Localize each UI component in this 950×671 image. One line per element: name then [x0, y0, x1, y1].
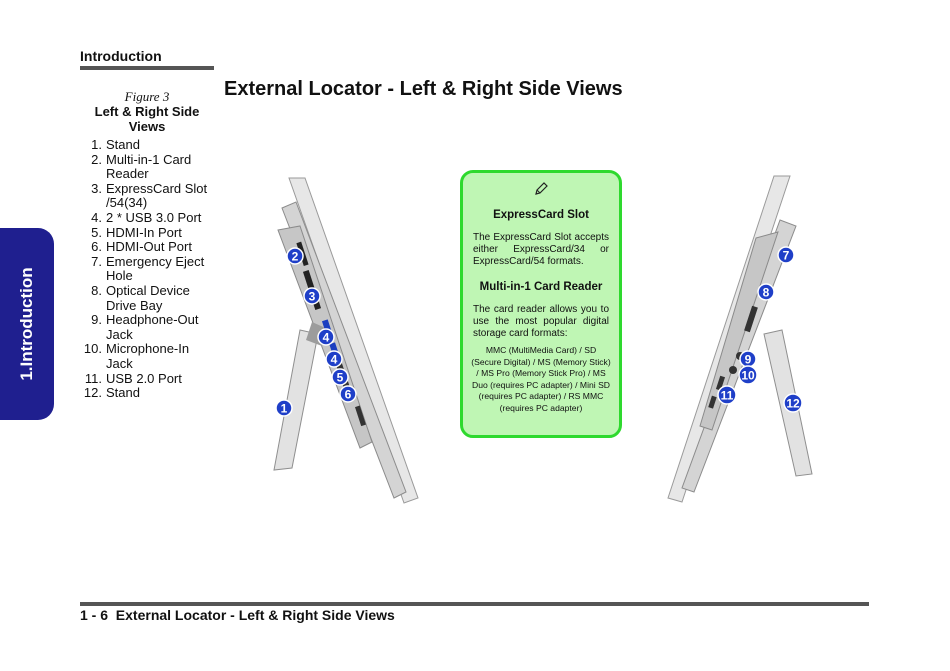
- right-callout-9: 9: [739, 350, 757, 368]
- left-callout-2: 2: [286, 247, 304, 265]
- header-rule: [80, 66, 214, 70]
- page-number: 1 - 6: [80, 607, 109, 623]
- svg-text:4: 4: [331, 353, 338, 367]
- legend-item: 12Stand: [80, 385, 214, 401]
- svg-text:3: 3: [309, 290, 316, 304]
- svg-text:7: 7: [783, 249, 790, 263]
- chapter-side-tab[interactable]: 1.Introduction: [0, 228, 54, 420]
- left-callout-4b: 4: [325, 350, 343, 368]
- section-header: Introduction: [80, 48, 162, 64]
- legend-item: 1Stand: [80, 137, 214, 153]
- legend-item: 11USB 2.0 Port: [80, 371, 214, 387]
- svg-text:11: 11: [721, 389, 734, 403]
- svg-text:4: 4: [323, 331, 330, 345]
- legend-item: 2Multi-in-1 Card Reader: [80, 152, 214, 182]
- svg-text:12: 12: [786, 397, 800, 411]
- figure-legend: 1Stand 2Multi-in-1 Card Reader 3ExpressC…: [80, 137, 214, 401]
- left-callout-6: 6: [339, 385, 357, 403]
- legend-item: 8Optical Device Drive Bay: [80, 283, 214, 313]
- svg-text:2: 2: [292, 250, 299, 264]
- right-side-view: [667, 175, 813, 503]
- svg-text:10: 10: [741, 369, 755, 383]
- svg-text:9: 9: [745, 353, 752, 367]
- footer-title: External Locator - Left & Right Side Vie…: [115, 607, 395, 623]
- left-callout-1: 1: [275, 399, 293, 417]
- svg-text:6: 6: [345, 388, 352, 402]
- right-callout-11: 11: [717, 385, 737, 405]
- svg-text:5: 5: [337, 371, 344, 385]
- left-side-view: [273, 177, 419, 504]
- legend-item: 42 * USB 3.0 Port: [80, 210, 214, 226]
- footer-rule: [80, 602, 869, 606]
- card-reader-note-text: The card reader allows you to use the mo…: [473, 304, 609, 339]
- note-box: ExpressCard Slot The ExpressCard Slot ac…: [460, 170, 622, 438]
- right-callout-8: 8: [757, 283, 775, 301]
- footer: 1 - 6 External Locator - Left & Right Si…: [80, 607, 395, 623]
- left-callout-4a: 4: [317, 328, 335, 346]
- card-reader-note-title: Multi-in-1 Card Reader: [479, 281, 603, 293]
- expresscard-note-text: The ExpressCard Slot accepts either Expr…: [473, 232, 609, 267]
- legend-item: 9Headphone-Out Jack: [80, 312, 214, 342]
- left-callout-5: 5: [331, 368, 349, 386]
- right-callout-10: 10: [738, 365, 758, 385]
- legend-item: 6HDMI-Out Port: [80, 240, 214, 255]
- card-reader-formats: MMC (MultiMedia Card) / SD (Secure Digit…: [471, 345, 611, 413]
- expresscard-note-title: ExpressCard Slot: [493, 209, 589, 221]
- svg-text:8: 8: [763, 286, 770, 300]
- figure-number: Figure 3: [124, 89, 170, 104]
- legend-item: 3ExpressCard Slot /54(34): [80, 181, 214, 211]
- pencil-icon: [535, 182, 548, 195]
- page-title: External Locator - Left & Right Side Vie…: [224, 78, 623, 100]
- legend-item: 5HDMI-In Port: [80, 225, 214, 241]
- left-callout-3: 3: [303, 287, 321, 305]
- legend-item: 10Microphone-In Jack: [80, 341, 214, 371]
- right-callout-12: 12: [783, 393, 803, 413]
- figure-title: Left & Right Side Views: [94, 104, 200, 134]
- right-callout-7: 7: [777, 246, 795, 264]
- legend-item: 7Emergency Eject Hole: [80, 254, 214, 284]
- svg-text:1: 1: [281, 402, 288, 416]
